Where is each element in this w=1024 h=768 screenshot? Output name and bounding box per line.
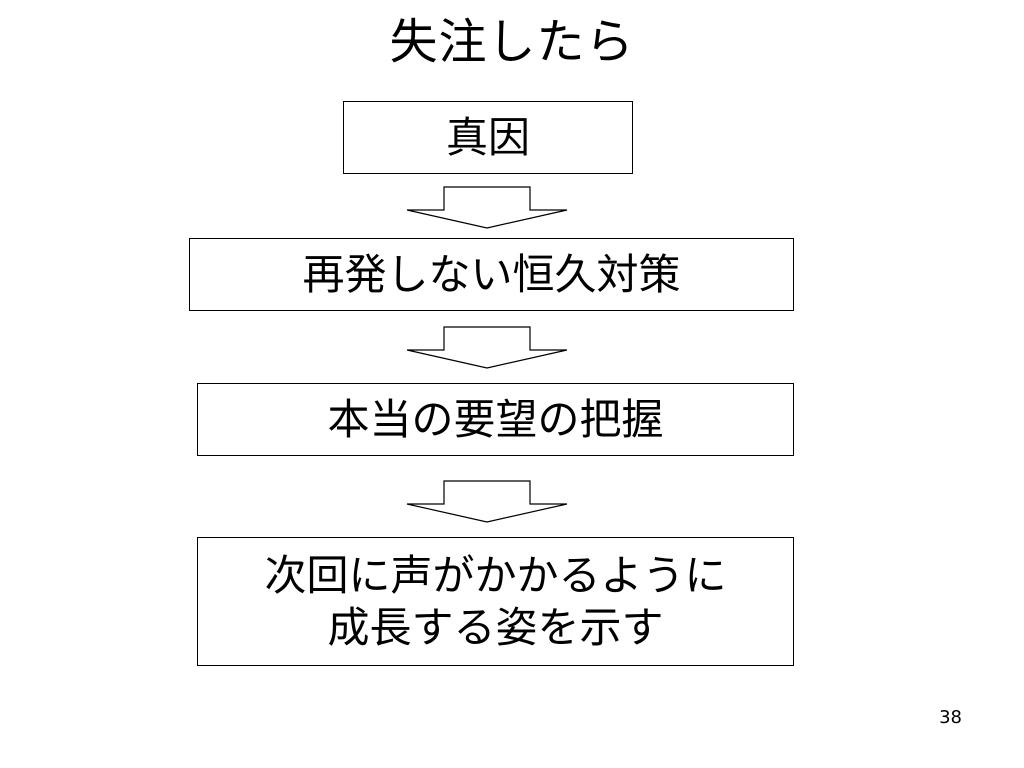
step-label-root-cause: 真因 [445, 112, 530, 162]
down-arrow-icon [406, 480, 568, 523]
step-label-show-growth-line1: 次回に声がかかるように [264, 550, 727, 600]
slide-title: 失注したら [389, 14, 635, 70]
down-arrow-icon [406, 326, 568, 369]
step-box-show-growth: 次回に声がかかるように 成長する姿を示す [197, 537, 794, 666]
step-box-true-requirements: 本当の要望の把握 [197, 383, 794, 456]
step-label-permanent-countermeasure: 再発しない恒久対策 [302, 249, 681, 299]
step-box-root-cause: 真因 [343, 101, 633, 174]
step-label-true-requirements: 本当の要望の把握 [327, 394, 664, 444]
step-box-permanent-countermeasure: 再発しない恒久対策 [189, 238, 794, 311]
step-label-show-growth-line2: 成長する姿を示す [327, 602, 664, 652]
down-arrow-icon [406, 186, 568, 229]
page-number: 38 [939, 707, 962, 728]
